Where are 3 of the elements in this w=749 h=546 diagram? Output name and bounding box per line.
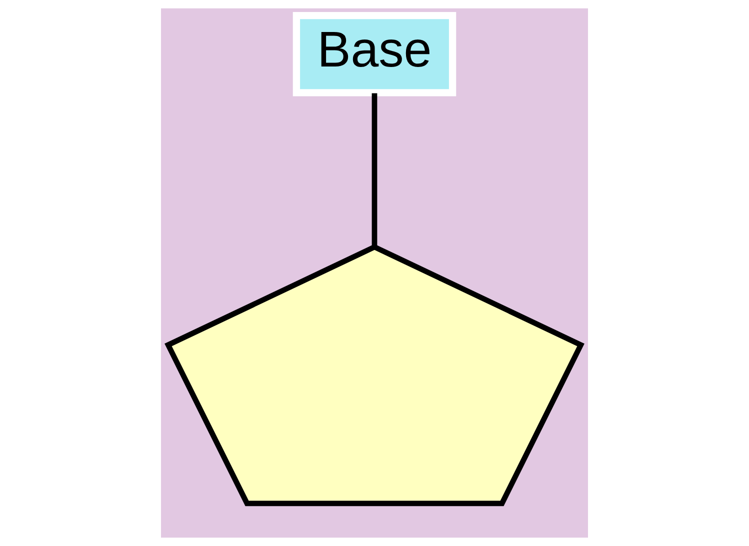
node-pentagon — [164, 244, 584, 506]
connector — [372, 93, 378, 246]
node-box: Base — [292, 12, 456, 96]
